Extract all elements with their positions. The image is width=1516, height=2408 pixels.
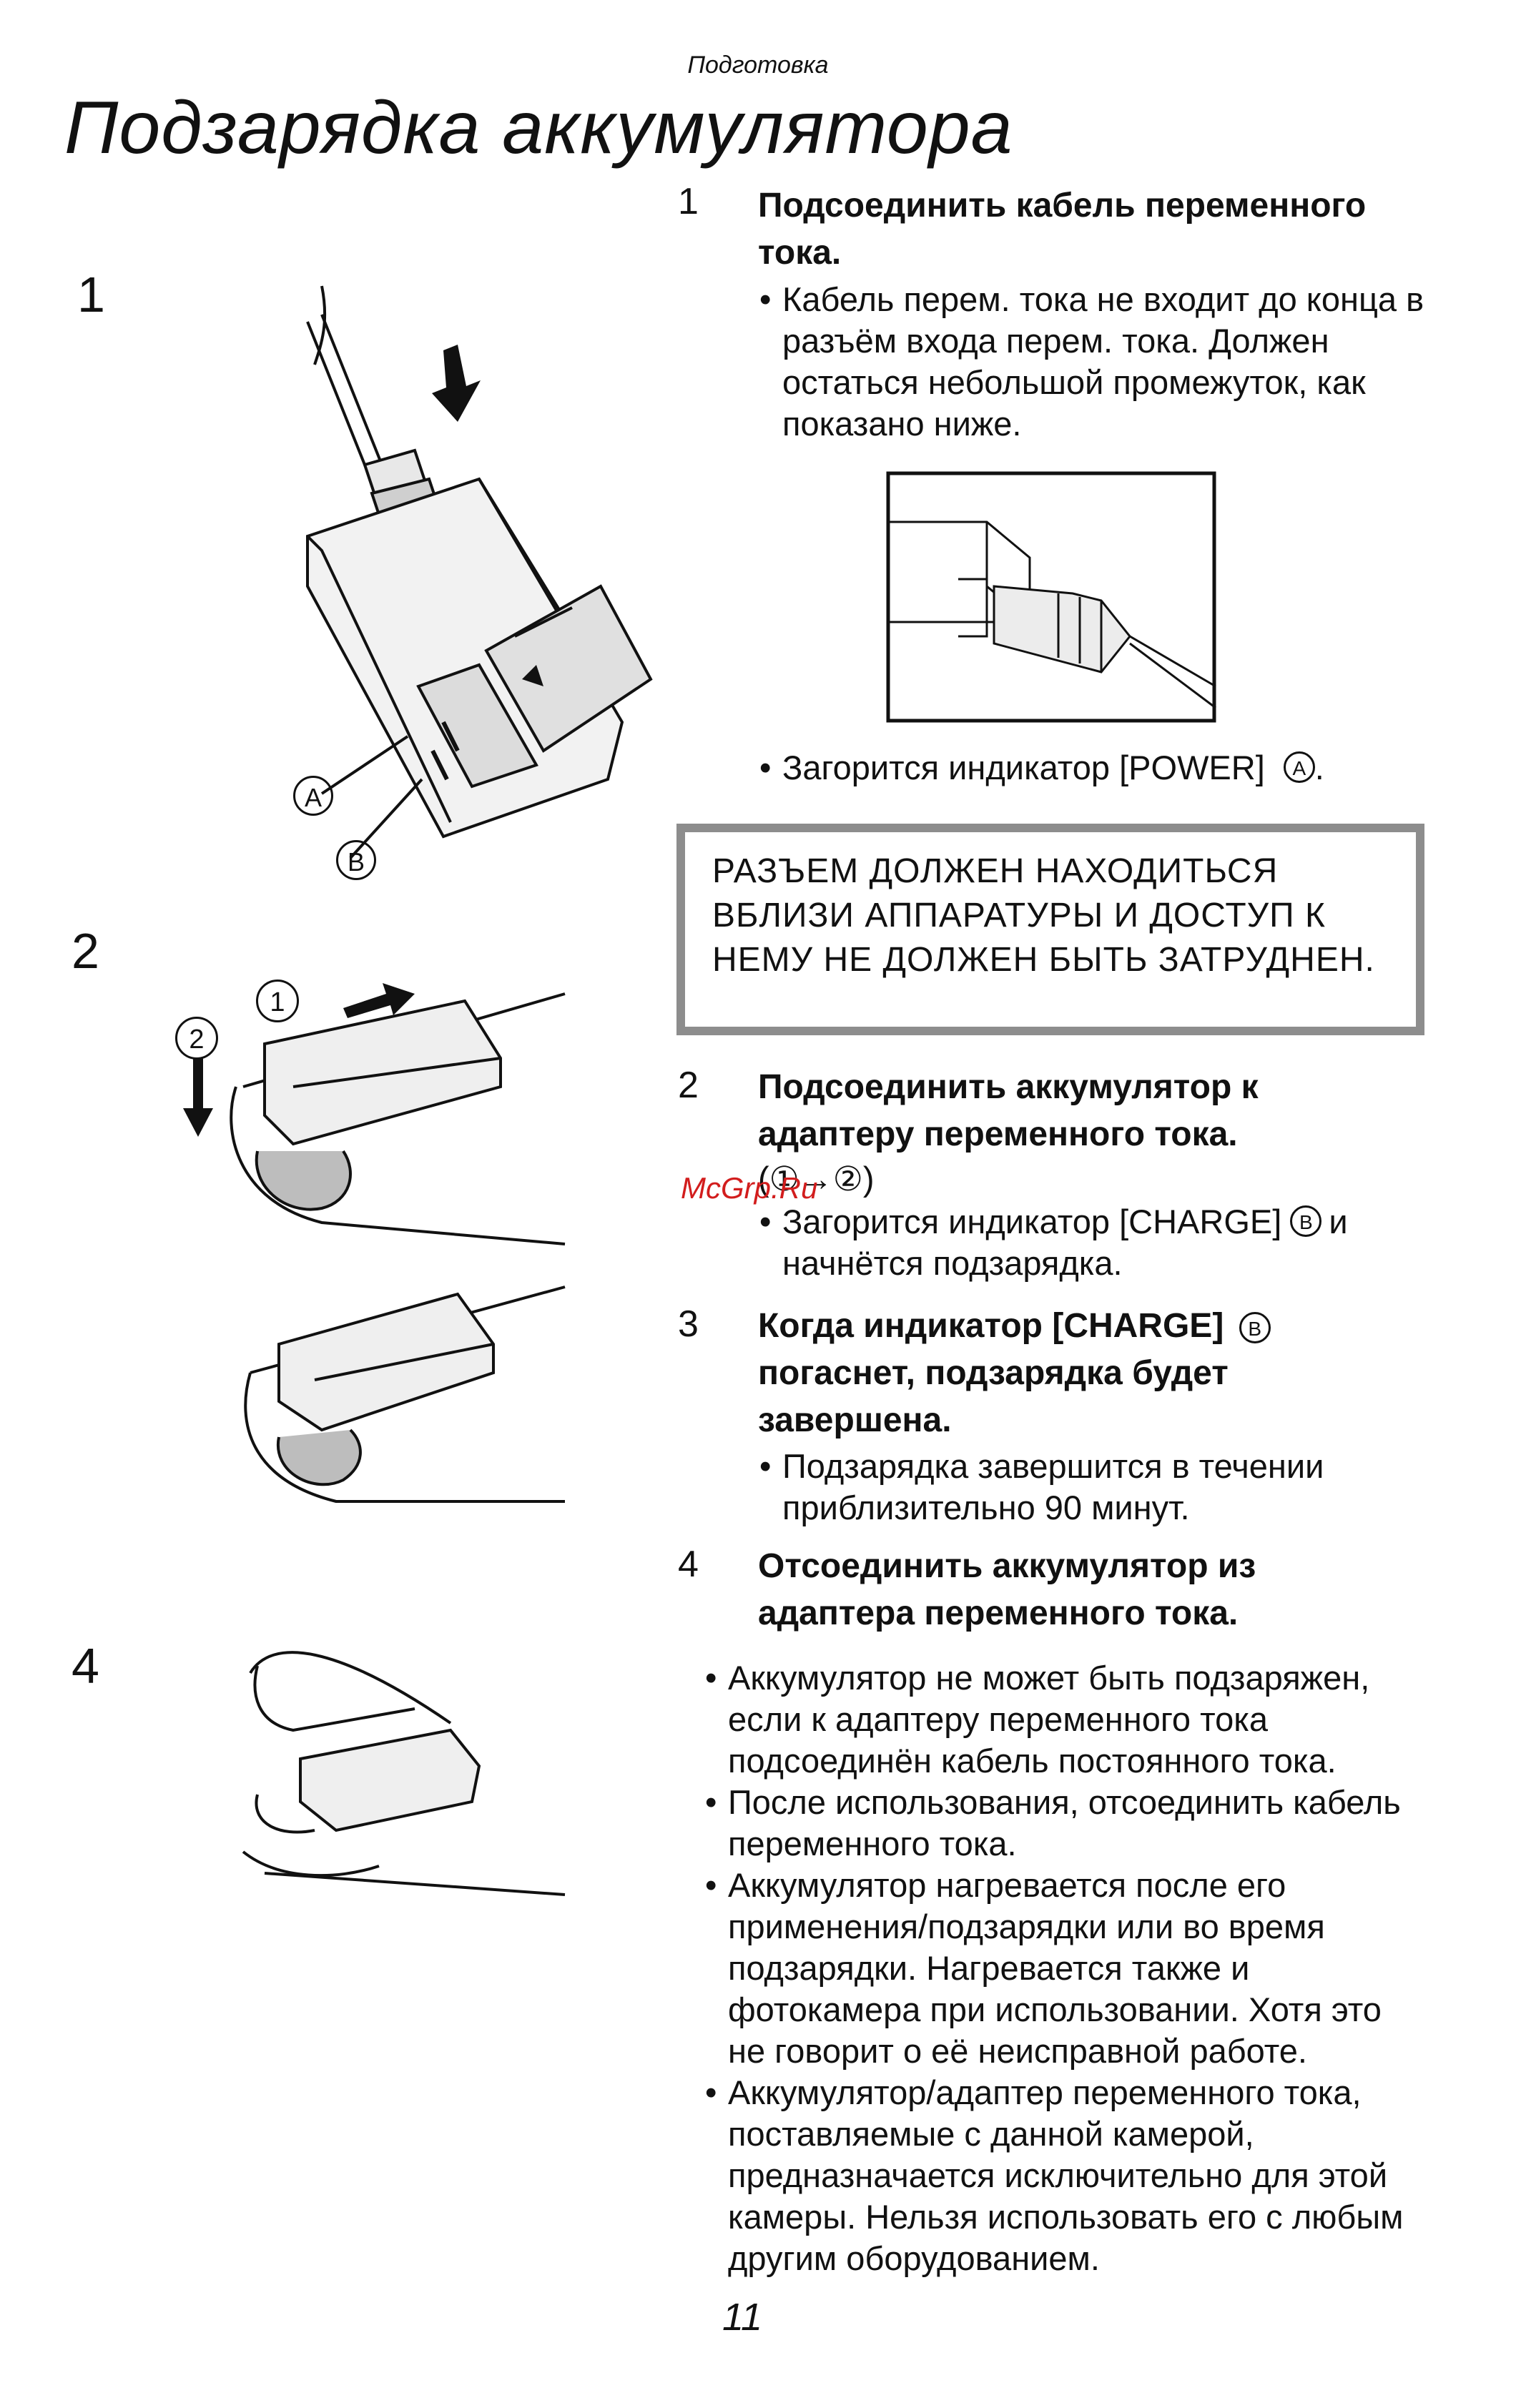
step-3-title-suffix: погаснет, подзарядка будет завершена. xyxy=(758,1354,1229,1439)
step-1-power-note: • Загорится индикатор [POWER] A . xyxy=(759,747,1424,789)
bullet-dot: • xyxy=(759,1203,772,1240)
note-item: •После использования, отсоединить кабель… xyxy=(705,1782,1427,1865)
step-1-bullet-text: Кабель перем. тока не входит до конца в … xyxy=(782,280,1424,443)
battery-remove-illustration xyxy=(236,1637,565,1895)
step-1-bullet: • Кабель перем. тока не входит до конца … xyxy=(759,279,1424,445)
power-indicator-text: Загорится индикатор [POWER] xyxy=(782,749,1265,786)
step-3-title-prefix: Когда индикатор [CHARGE] xyxy=(758,1307,1224,1345)
label-a-circle: A xyxy=(293,776,333,816)
battery-attach-illustration xyxy=(183,983,565,1244)
step-2-title: Подсоединить аккумулятор к адаптеру пере… xyxy=(758,1068,1259,1153)
figure-number-4: 4 xyxy=(72,1638,99,1694)
bullet-dot: • xyxy=(759,280,772,318)
step-4-number: 4 xyxy=(678,1544,699,1585)
charge-continuation: начнётся подзарядка. xyxy=(782,1244,1123,1282)
notes-list: •Аккумулятор не может быть подзаряжен, е… xyxy=(705,1657,1427,2279)
callout-1-circle: 1 xyxy=(256,980,299,1022)
bullet-dot: • xyxy=(759,749,772,786)
step-2-sequence: (①→②) xyxy=(758,1160,875,1198)
note-item: •Аккумулятор не может быть подзаряжен, е… xyxy=(705,1657,1427,1782)
step-3-bullet: • Подзарядка завершится в течении прибли… xyxy=(759,1446,1424,1529)
note-text: Аккумулятор/адаптер переменного тока, по… xyxy=(728,2073,1404,2277)
step-3-bullet-text: Подзарядка завершится в течении приблизи… xyxy=(782,1447,1324,1526)
step-1-title: Подсоединить кабель переменного тока. xyxy=(758,187,1367,272)
charge-symbol-b: B xyxy=(1290,1205,1322,1237)
step-1-number: 1 xyxy=(678,181,699,222)
callout-2-circle: 2 xyxy=(175,1017,218,1060)
note-item: •Аккумулятор/адаптер переменного тока, п… xyxy=(705,2072,1427,2279)
note-text: После использования, отсоединить кабель … xyxy=(728,1783,1401,1862)
step-2-number: 2 xyxy=(678,1065,699,1106)
battery-attached-illustration xyxy=(236,1265,565,1509)
step-4-title: Отсоединить аккумулятор из адаптера пере… xyxy=(758,1547,1256,1632)
charge-symbol-b: B xyxy=(1239,1312,1271,1344)
watermark: McGrp.Ru xyxy=(681,1171,818,1205)
figure-number-1: 1 xyxy=(77,267,105,322)
charger-cable-illustration xyxy=(279,279,651,872)
page-title: Подзарядка аккумулятора xyxy=(64,87,1013,169)
note-text: Аккумулятор не может быть подзаряжен, ес… xyxy=(728,1659,1370,1780)
warning-box: РАЗЪЕМ ДОЛЖЕН НАХОДИТЬСЯ ВБЛИЗИ АППАРАТУ… xyxy=(676,824,1424,1035)
note-item: •Аккумулятор нагревается после его приме… xyxy=(705,1865,1427,2072)
note-text: Аккумулятор нагревается после его примен… xyxy=(728,1866,1382,2070)
page-number: 11 xyxy=(722,2296,763,2339)
label-b-circle: B xyxy=(336,840,376,880)
connector-gap-inset xyxy=(887,472,1216,722)
charge-indicator-suffix: и xyxy=(1329,1203,1348,1240)
step-2-bullet: • Загорится индикатор [CHARGE] B и начнё… xyxy=(759,1201,1424,1284)
step-3-number: 3 xyxy=(678,1303,699,1345)
power-symbol-a: A xyxy=(1283,751,1315,783)
section-label: Подготовка xyxy=(687,51,829,79)
figure-number-2: 2 xyxy=(72,923,99,979)
step-3-title: Когда индикатор [CHARGE] B погаснет, под… xyxy=(758,1303,1387,1444)
bullet-dot: • xyxy=(759,1447,772,1485)
charge-indicator-text: Загорится индикатор [CHARGE] xyxy=(782,1203,1282,1240)
